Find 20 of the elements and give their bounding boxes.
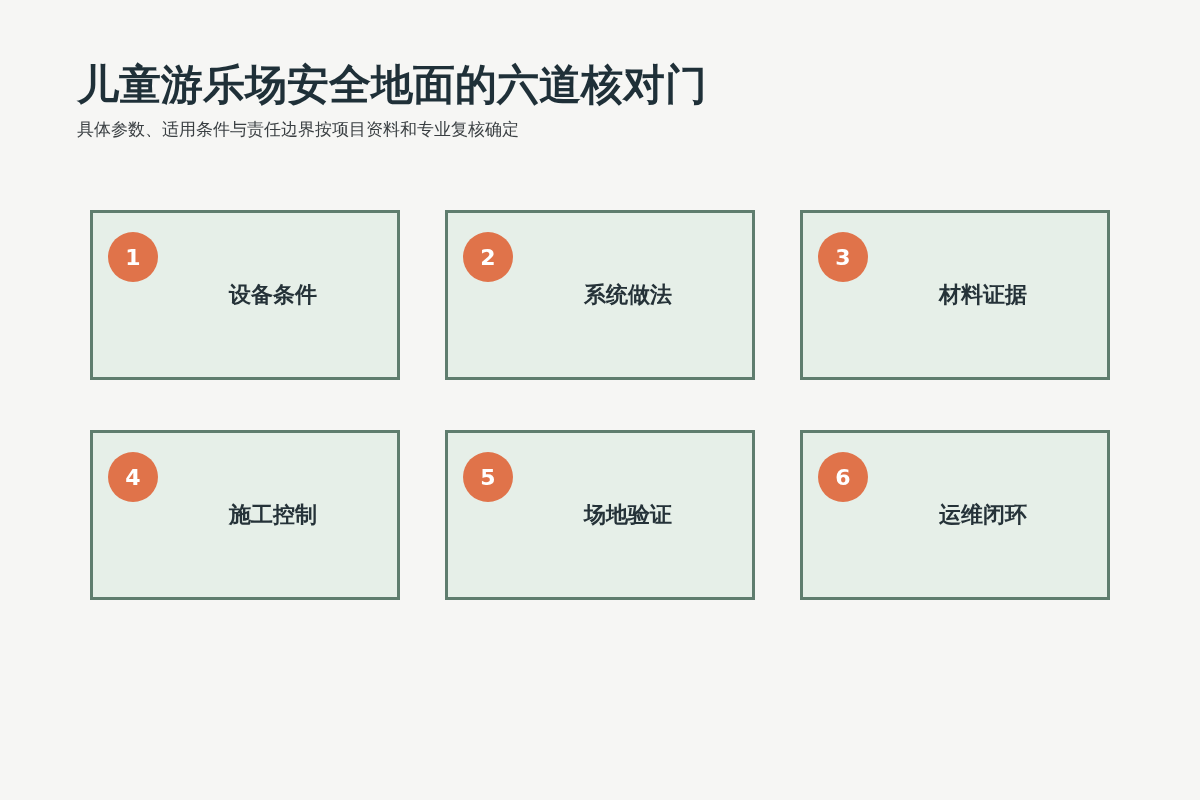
step-number: 6	[818, 452, 868, 502]
step-card	[445, 210, 755, 380]
subtitle: 具体参数、适用条件与责任边界按项目资料和专业复核确定	[77, 118, 519, 141]
step-card	[90, 430, 400, 600]
step-card	[90, 210, 400, 380]
step-number: 3	[818, 232, 868, 282]
step-number: 1	[108, 232, 158, 282]
title: 儿童游乐场安全地面的六道核对门	[77, 59, 707, 111]
step-number: 5	[463, 452, 513, 502]
step-title: 系统做法	[584, 281, 672, 309]
step-card	[445, 430, 755, 600]
step-title: 设备条件	[229, 281, 317, 309]
step-card	[800, 210, 1110, 380]
step-number: 2	[463, 232, 513, 282]
step-card	[800, 430, 1110, 600]
step-title: 场地验证	[584, 501, 672, 529]
step-title: 运维闭环	[939, 501, 1027, 529]
step-title: 施工控制	[229, 501, 317, 529]
step-title: 材料证据	[939, 281, 1027, 309]
step-number: 4	[108, 452, 158, 502]
